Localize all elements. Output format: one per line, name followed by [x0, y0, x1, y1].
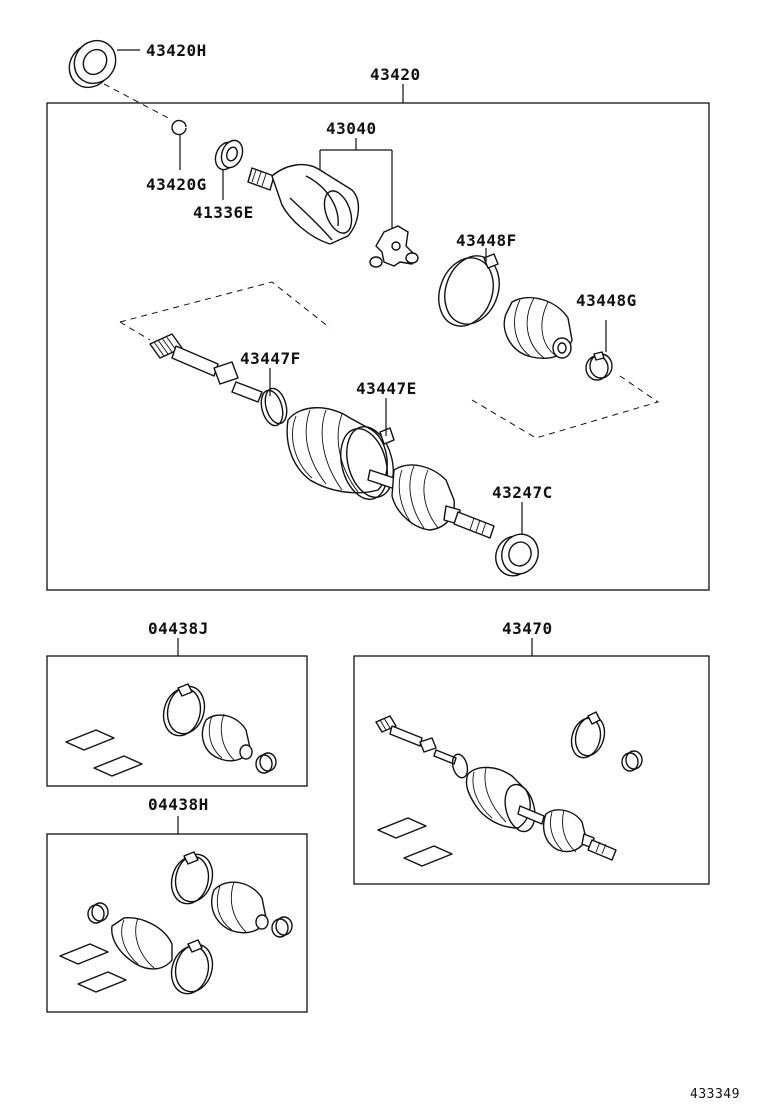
- kit-04438H-parts[interactable]: [59, 850, 293, 998]
- boot-clamp-43448F[interactable]: [430, 248, 509, 334]
- label-04438H[interactable]: 04438H: [148, 795, 209, 814]
- label-41336E[interactable]: 41336E: [193, 203, 254, 222]
- tripod-joint[interactable]: [369, 225, 419, 268]
- assembly-43420-frame: [46, 102, 710, 591]
- label-43247C[interactable]: 43247C: [492, 483, 553, 502]
- label-43420G[interactable]: 43420G: [146, 175, 207, 194]
- label-43448G[interactable]: 43448G: [576, 291, 637, 310]
- oil-seal-43420H[interactable]: [61, 33, 124, 96]
- label-43447E[interactable]: 43447E: [356, 379, 417, 398]
- label-43447F[interactable]: 43447F: [240, 349, 301, 368]
- label-43420[interactable]: 43420: [370, 65, 421, 84]
- boot-kit-outline: [119, 281, 331, 329]
- label-43448F[interactable]: 43448F: [456, 231, 517, 250]
- ring-43247C[interactable]: [490, 529, 544, 581]
- figure-id: 433349: [690, 1087, 740, 1102]
- kit-04438H-frame: [46, 833, 308, 1013]
- inner-boot[interactable]: [503, 297, 573, 359]
- drive-shaft[interactable]: [149, 333, 495, 539]
- assembly-43470-frame: [353, 655, 710, 885]
- label-43040[interactable]: 43040: [326, 119, 377, 138]
- snap-ring-43420G[interactable]: [171, 119, 187, 136]
- kit-04438J-parts[interactable]: [65, 682, 277, 777]
- kit-04438J-frame: [46, 655, 308, 787]
- outer-joint-43040[interactable]: [247, 163, 359, 245]
- label-04438J[interactable]: 04438J: [148, 619, 209, 638]
- boot-clamp-43448G[interactable]: [585, 351, 613, 381]
- ring-41336E[interactable]: [212, 137, 246, 172]
- label-43470[interactable]: 43470: [502, 619, 553, 638]
- assembly-43470-parts[interactable]: [375, 711, 643, 867]
- label-43420H[interactable]: 43420H: [146, 41, 207, 60]
